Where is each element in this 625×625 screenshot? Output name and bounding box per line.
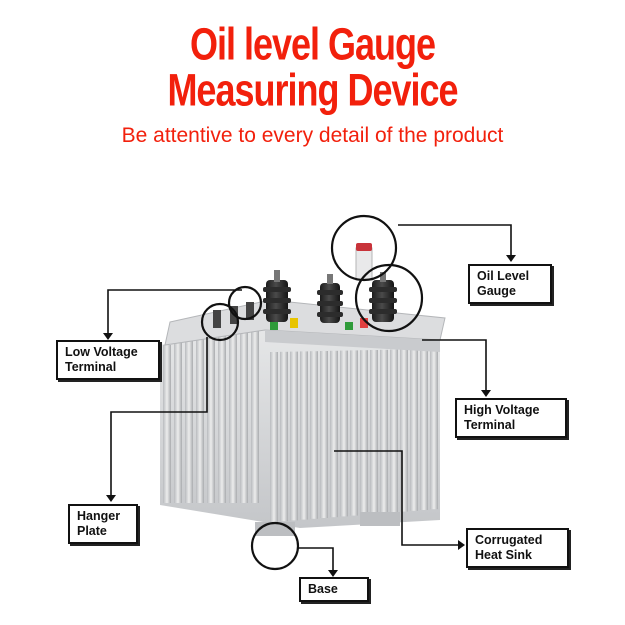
label-low-voltage-terminal: Low Voltage Terminal: [56, 340, 160, 380]
callout-lines: [107, 224, 512, 570]
heat-sink-fin: [400, 349, 408, 512]
heat-sink-fin: [420, 349, 428, 510]
high-voltage-bushing: [263, 270, 291, 322]
callout-circle-high-voltage: [354, 263, 424, 333]
heat-sink-fin: [185, 341, 193, 503]
base-skid: [360, 512, 400, 526]
page-title-line2: Measuring Device: [167, 64, 458, 116]
label-base: Base: [299, 577, 369, 602]
heat-sink-fin: [320, 351, 328, 518]
heat-sink-fin: [290, 351, 298, 521]
high-voltage-bushing: [369, 272, 397, 322]
heat-sink-fin: [350, 350, 358, 516]
heat-sink-fin: [280, 351, 288, 522]
heat-sink-fin: [251, 329, 259, 503]
label-high-voltage-terminal: High Voltage Terminal: [455, 398, 567, 438]
heat-sink-fin: [370, 350, 378, 514]
label-oil-level-gauge: Oil Level Gauge: [468, 264, 552, 304]
heat-sink-fin: [390, 349, 398, 513]
callout-circle-oil-gauge: [330, 214, 398, 282]
callout-circle-low-voltage: [227, 285, 263, 321]
heat-sink-fin: [300, 351, 308, 520]
heat-sink-fin: [360, 350, 368, 515]
heat-sink-fin: [196, 339, 204, 503]
callout-circle-hanger: [200, 302, 240, 342]
heat-sink-fin: [430, 348, 438, 510]
heat-sink-fin: [270, 352, 278, 522]
heat-sink-fin: [174, 343, 182, 503]
page-subtitle: Be attentive to every detail of the prod…: [121, 124, 504, 147]
oil-level-gauge: [355, 243, 373, 281]
heat-sink-fin: [229, 333, 237, 503]
label-hanger-plate: Hanger Plate: [68, 504, 138, 544]
heat-sink-fin: [163, 345, 171, 503]
heat-sink-fin: [240, 331, 248, 503]
page-title: Oil level Gauge: [189, 18, 436, 70]
heat-sink-fin: [207, 337, 215, 503]
transformer-tank: [160, 299, 446, 536]
heat-sink-fin: [330, 350, 338, 518]
heat-sink-fin: [340, 350, 348, 517]
heat-sink-fin: [310, 351, 318, 519]
label-corrugated-heat-sink: Corrugated Heat Sink: [466, 528, 569, 568]
heat-sink-fin: [218, 335, 226, 503]
heat-sink-fin: [410, 349, 418, 511]
heat-sink-fin: [380, 349, 388, 514]
callout-arrowheads: [103, 255, 516, 577]
callout-circle-base: [250, 521, 300, 571]
high-voltage-bushing: [317, 274, 343, 323]
